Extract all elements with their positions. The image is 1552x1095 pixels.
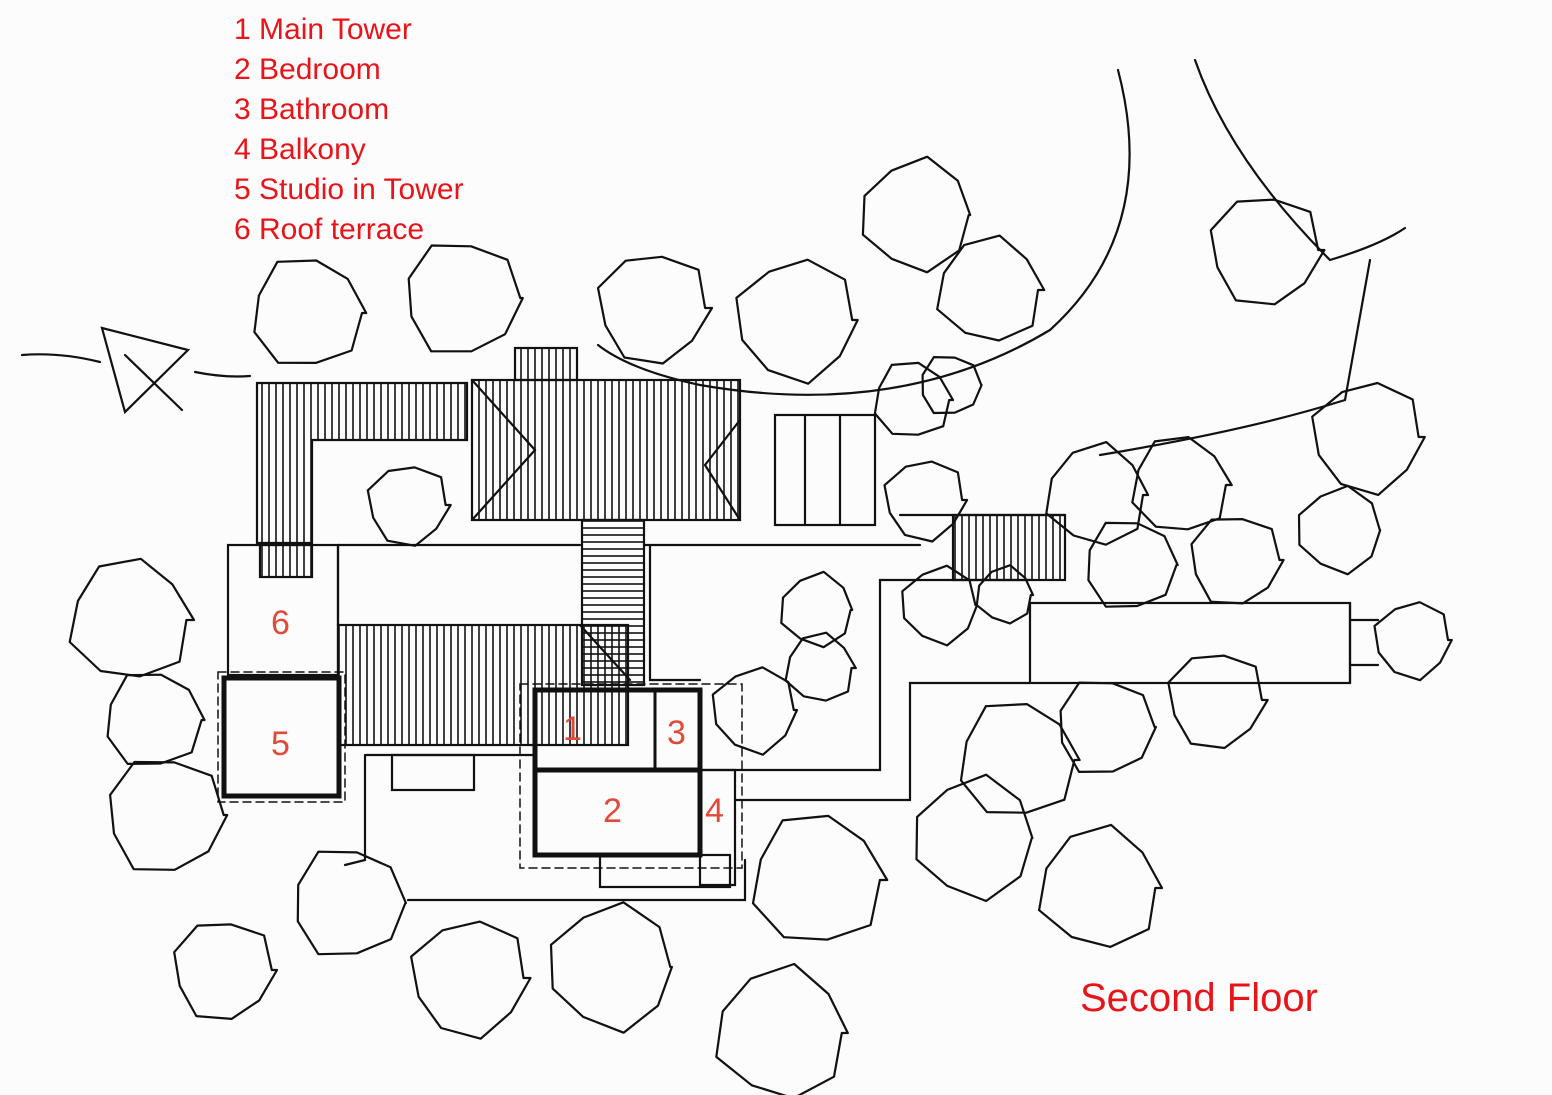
pergola — [773, 413, 877, 527]
room-label-bathroom: 3 — [667, 714, 686, 752]
tree-icon — [596, 255, 714, 365]
tree-icon — [1131, 436, 1233, 531]
tree-icon — [1190, 518, 1285, 605]
road-curve — [1193, 58, 1407, 262]
tree-icon — [975, 564, 1035, 625]
legend-item: 4 Balkony — [234, 133, 366, 166]
tree-icon — [711, 666, 799, 756]
tree-icon — [173, 923, 279, 1020]
tree-icon — [549, 901, 673, 1034]
tree-icon — [410, 920, 532, 1040]
tree-icon — [735, 258, 859, 385]
tree-icon — [1209, 198, 1326, 306]
north-arrow-icon — [20, 326, 252, 415]
tree-icon — [68, 557, 196, 678]
tree-icon — [784, 631, 857, 702]
tree-icon — [715, 962, 849, 1095]
tree-icon — [1373, 601, 1453, 682]
tree-icon — [1167, 654, 1269, 750]
floor-title: Second Floor — [1080, 976, 1318, 1020]
legend-item: 2 Bedroom — [234, 53, 381, 86]
tree-icon — [106, 673, 206, 765]
room-label-balkony: 4 — [705, 792, 724, 830]
road-curve — [596, 68, 1131, 396]
legend-item: 5 Studio in Tower — [234, 173, 464, 206]
tree-icon — [959, 703, 1081, 814]
tree-icon — [407, 244, 524, 353]
tree-icon — [253, 259, 368, 364]
tree-icon — [1297, 484, 1382, 576]
tree-icon — [366, 466, 452, 547]
tree-icon — [751, 814, 889, 941]
room-label-main-tower: 1 — [563, 710, 582, 748]
tree-icon — [883, 460, 969, 543]
tree-icon — [296, 850, 407, 956]
legend-item: 3 Bathroom — [234, 93, 390, 126]
tree-icon — [921, 356, 983, 415]
roofs — [255, 346, 1067, 747]
tree-icon — [1087, 521, 1179, 608]
legend: 1 Main Tower 2 Bedroom 3 Bathroom 4 Balk… — [234, 10, 464, 250]
tree-icon — [873, 361, 955, 436]
tree-icon — [915, 773, 1034, 903]
tree-icon — [1311, 381, 1426, 496]
tree-icon — [861, 155, 972, 274]
driveway — [1028, 601, 1352, 685]
tree-icon — [936, 234, 1046, 342]
tree-icon — [1059, 681, 1157, 773]
legend-item: 1 Main Tower — [234, 13, 412, 46]
legend-item: 6 Roof terrace — [234, 213, 425, 246]
tree-icon — [1038, 823, 1164, 948]
room-label-studio: 5 — [271, 725, 290, 763]
trees — [68, 155, 1453, 1095]
room-label-bedroom: 2 — [603, 792, 622, 830]
tree-icon — [780, 570, 854, 649]
tree-icon — [901, 564, 979, 647]
studio-tower-outline — [221, 675, 342, 799]
room-label-roof-terrace: 6 — [271, 604, 290, 642]
tree-icon — [109, 760, 229, 871]
